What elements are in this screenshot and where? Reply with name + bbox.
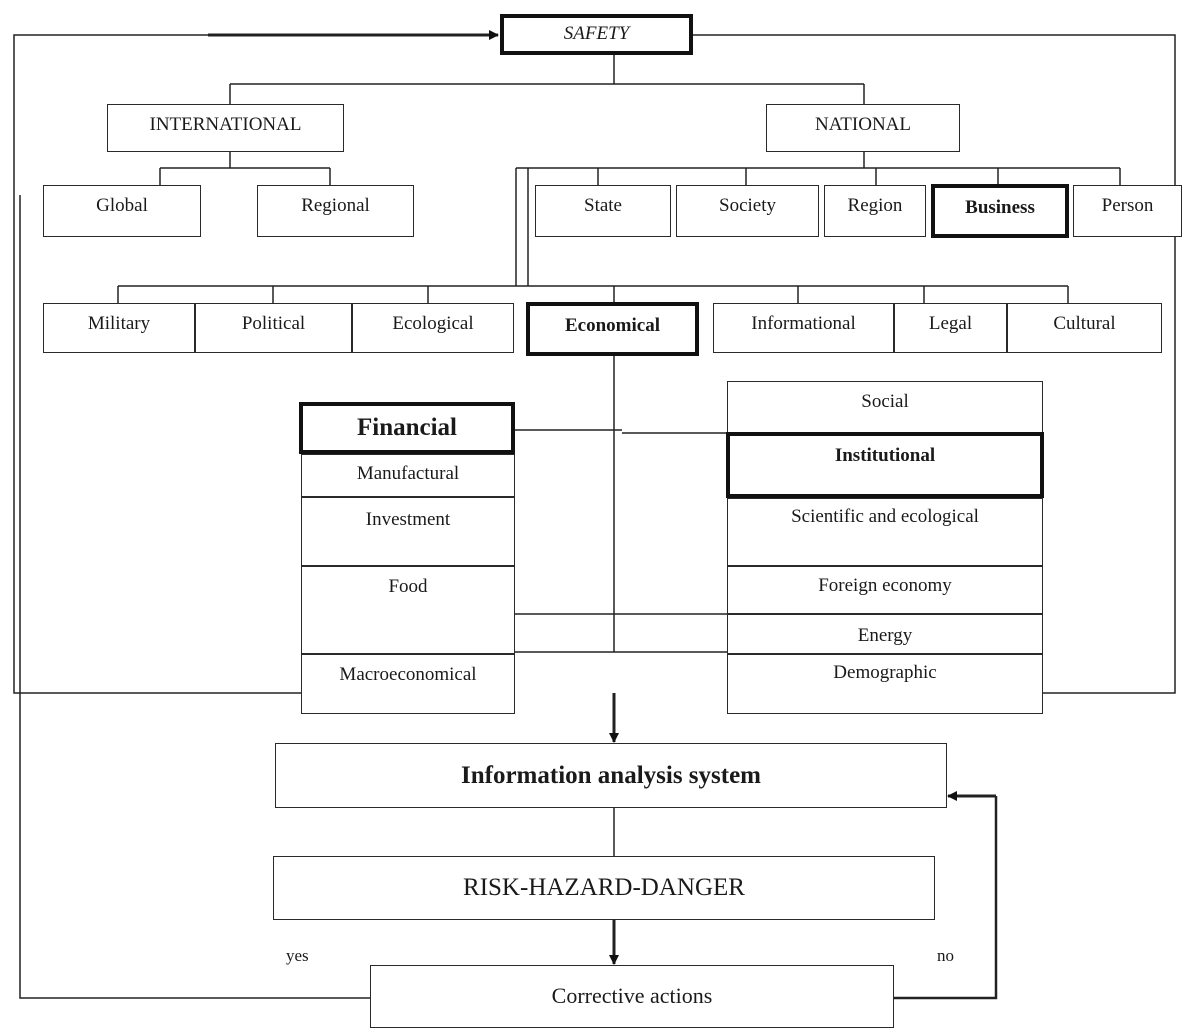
investment-box: Investment	[301, 497, 515, 566]
corrective-actions-box: Corrective actions	[370, 965, 894, 1028]
state-box: State	[535, 185, 671, 237]
legal-box: Legal	[894, 303, 1007, 353]
yes-label: yes	[286, 946, 309, 965]
national-box: NATIONAL	[766, 104, 960, 152]
regional-box: Regional	[257, 185, 414, 237]
macroeconomical-box: Macroeconomical	[301, 654, 515, 714]
financial-box: Financial	[299, 402, 515, 454]
energy-box: Energy	[727, 614, 1043, 654]
international-box: INTERNATIONAL	[107, 104, 344, 152]
person-box: Person	[1073, 185, 1182, 237]
political-box: Political	[195, 303, 352, 353]
social-box: Social	[727, 381, 1043, 433]
society-box: Society	[676, 185, 819, 237]
business-box: Business	[931, 184, 1069, 238]
military-box: Military	[43, 303, 195, 353]
institutional-box: Institutional	[726, 432, 1044, 498]
manufactural-box: Manufactural	[301, 454, 515, 497]
global-box: Global	[43, 185, 201, 237]
no-label: no	[937, 946, 954, 965]
cultural-box: Cultural	[1007, 303, 1162, 353]
informational-box: Informational	[713, 303, 894, 353]
ecological-box: Ecological	[352, 303, 514, 353]
analysis-system-box: Information analysis system	[275, 743, 947, 808]
risk-box: RISK-HAZARD-DANGER	[273, 856, 935, 920]
scientific-ecological-box: Scientific and ecological	[727, 498, 1043, 566]
economical-box: Economical	[526, 302, 699, 356]
safety-box: SAFETY	[500, 14, 693, 55]
region-box: Region	[824, 185, 926, 237]
foreign-economy-box: Foreign economy	[727, 566, 1043, 614]
food-box: Food	[301, 566, 515, 654]
demographic-box: Demographic	[727, 654, 1043, 714]
